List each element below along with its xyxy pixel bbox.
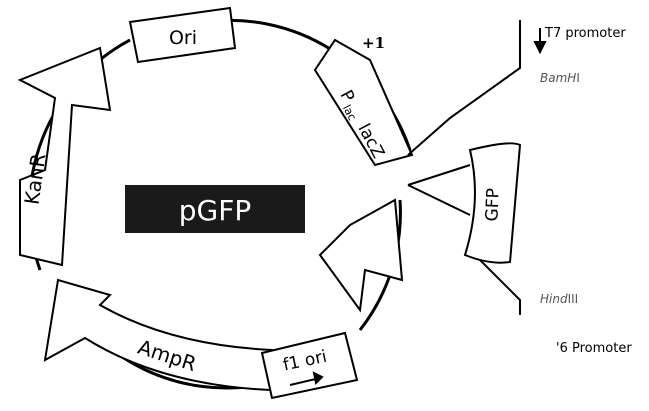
ori-feature: Ori	[128, 6, 237, 64]
t7-promoter-label: T7 promoter	[544, 26, 626, 41]
hindiii-label: HindIII	[540, 292, 578, 306]
f1-direction-arrow-icon	[289, 371, 324, 386]
plus-one-label: +1	[362, 34, 385, 52]
gfp-feature: GFP	[463, 142, 522, 264]
ampr-feature: AmpR	[43, 278, 274, 392]
bamhi-label: BamHI	[540, 71, 580, 85]
f1-ori-feature: f1 ori	[260, 331, 359, 400]
promoter-6-label: '6 Promoter	[556, 341, 632, 356]
ori-label: Ori	[169, 27, 197, 49]
plac-lacz-feature: P lac lacZ	[313, 38, 414, 167]
gfp-label: GFP	[482, 188, 503, 222]
kanr-feature: KanR	[17, 46, 112, 267]
insert-expansion-lines	[407, 20, 521, 315]
plasmid-name: pGFP	[179, 194, 251, 227]
gfp-insertion-arrow	[318, 198, 404, 313]
t7-promoter-arrow-icon	[533, 28, 547, 55]
plasmid-name-box: pGFP	[125, 185, 305, 233]
